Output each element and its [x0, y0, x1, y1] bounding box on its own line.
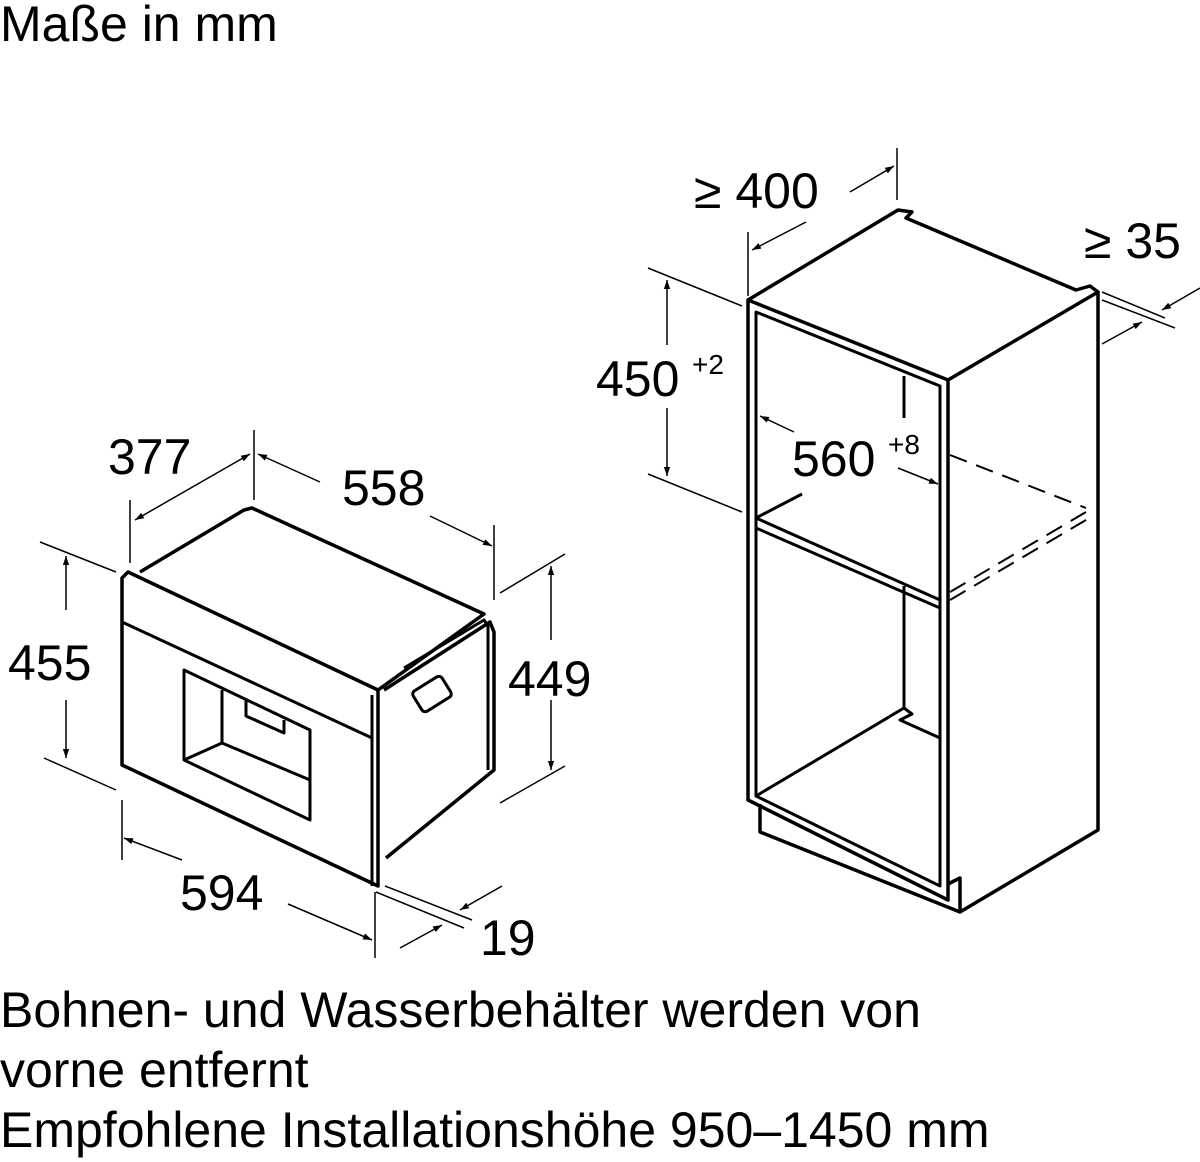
note-line: Bohnen- und Wasserbehälter werden von — [0, 982, 921, 1038]
appliance-dimensions — [39, 430, 566, 958]
dim-niche-rear-gap: ≥ 35 — [1084, 213, 1181, 269]
note-line: Empfohlene Installationshöhe 950–1450 mm — [0, 1102, 990, 1158]
niche-dimension-labels: ≥ 400 ≥ 35 450 +2 560 +8 — [596, 163, 1181, 487]
cabinet-drawing — [746, 208, 1100, 914]
dim-niche-min-width: ≥ 400 — [694, 163, 819, 219]
niche-dimensions — [647, 148, 1200, 513]
dim-niche-height: 450 — [596, 351, 679, 407]
note-line: vorne entfernt — [0, 1042, 309, 1098]
dim-height-body: 449 — [508, 651, 591, 707]
dim-height-front: 455 — [8, 635, 91, 691]
dim-depth-front: 377 — [108, 429, 191, 485]
dim-niche-depth: 560 — [792, 431, 875, 487]
cabinet-hidden-edges — [949, 454, 1087, 601]
dim-niche-height-tolerance: +2 — [692, 349, 724, 380]
dim-front-thickness: 19 — [480, 910, 536, 966]
appliance-drawing — [120, 506, 496, 888]
dim-width: 594 — [180, 865, 263, 921]
installation-notes: Bohnen- und Wasserbehälter werden von vo… — [0, 980, 990, 1160]
appliance-dimension-labels: 377 558 455 449 594 19 — [8, 429, 591, 966]
dim-depth-total: 558 — [342, 460, 425, 516]
dim-niche-depth-tolerance: +8 — [888, 429, 920, 460]
page-title: Maße in mm — [0, 0, 278, 52]
